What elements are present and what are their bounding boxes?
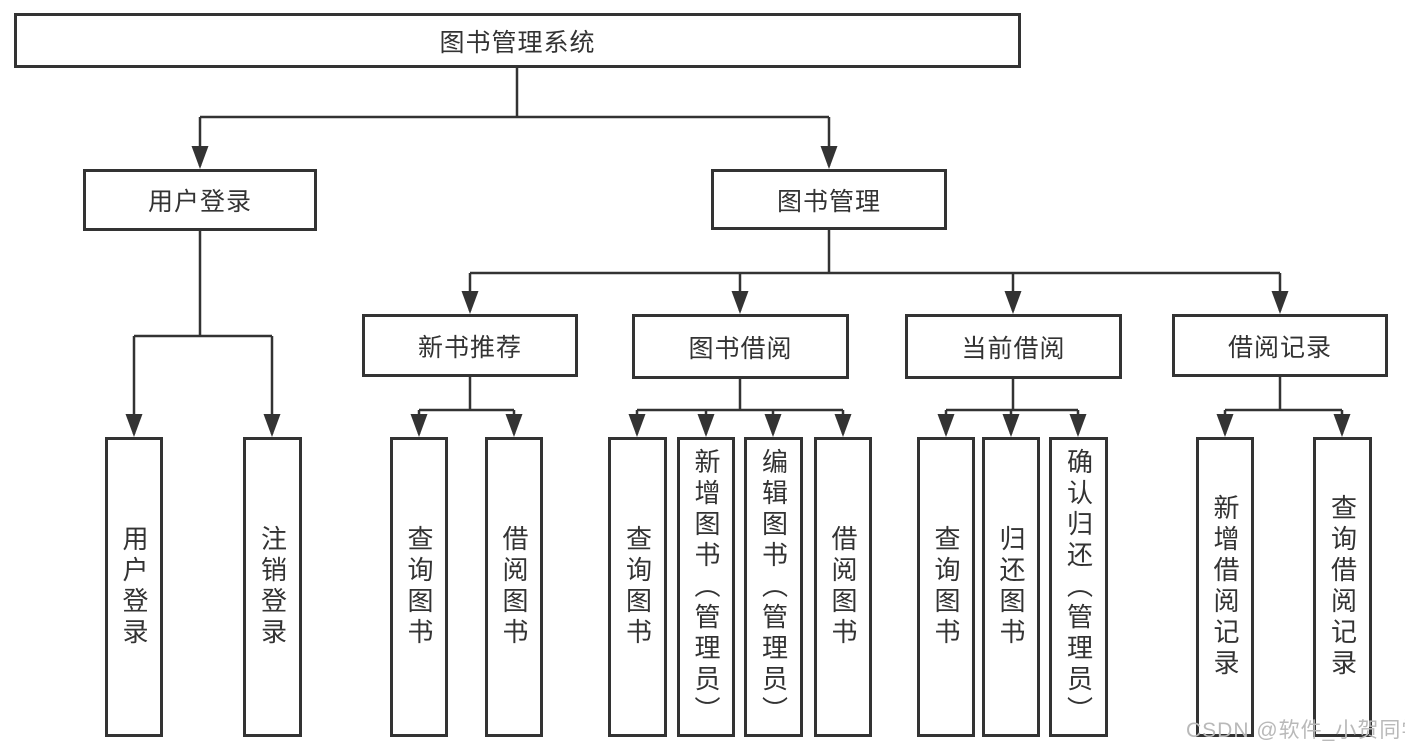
leaf-logout-label: 注销登录	[257, 525, 288, 649]
arrow-down-icon	[1333, 414, 1351, 437]
leaf-add-book-admin-label: 新增图书（管理员）	[691, 447, 721, 727]
leaf-borrowing-borrow-book: 借阅图书	[814, 437, 872, 737]
arrow-down-icon	[1002, 414, 1020, 437]
node-root-label: 图书管理系统	[439, 28, 596, 57]
arrowhead-icons	[125, 146, 1351, 437]
arrow-down-icon	[764, 414, 782, 437]
arrow-down-icon	[1004, 291, 1022, 314]
leaf-borrowing-query-book: 查询图书	[608, 437, 667, 737]
leaf-current-query-book-label: 查询图书	[931, 525, 961, 649]
leaf-logout: 注销登录	[243, 437, 302, 737]
leaf-query-borrow-record-label: 查询借阅记录	[1327, 494, 1358, 680]
leaf-recommend-borrow-book-label: 借阅图书	[499, 525, 529, 649]
leaf-recommend-borrow-book: 借阅图书	[485, 437, 543, 737]
node-book-borrowing-label: 图书借阅	[688, 334, 793, 363]
arrow-down-icon	[731, 291, 749, 314]
leaf-current-query-book: 查询图书	[917, 437, 975, 737]
leaf-edit-book-admin-label: 编辑图书（管理员）	[758, 447, 789, 727]
arrow-down-icon	[1069, 414, 1087, 437]
arrow-down-icon	[461, 291, 479, 314]
connector-path	[132, 68, 1344, 434]
leaf-borrowing-query-book-label: 查询图书	[622, 525, 653, 649]
leaf-recommend-query-book: 查询图书	[390, 437, 448, 737]
arrow-down-icon	[191, 146, 209, 169]
node-new-book-recommend-label: 新书推荐	[417, 333, 522, 362]
leaf-user-login-label: 用户登录	[119, 525, 149, 649]
arrow-down-icon	[820, 146, 838, 169]
leaf-add-borrow-record-label: 新增借阅记录	[1210, 494, 1240, 680]
leaf-return-book: 归还图书	[982, 437, 1040, 737]
leaf-query-borrow-record: 查询借阅记录	[1313, 437, 1372, 737]
leaf-confirm-return-admin-label: 确认归还（管理员）	[1063, 447, 1094, 727]
leaf-recommend-query-book-label: 查询图书	[404, 525, 434, 649]
leaf-add-book-admin: 新增图书（管理员）	[677, 437, 735, 737]
leaf-user-login: 用户登录	[105, 437, 163, 737]
leaf-add-borrow-record: 新增借阅记录	[1196, 437, 1254, 737]
node-current-borrowing-label: 当前借阅	[961, 334, 1066, 363]
leaf-borrowing-borrow-book-label: 借阅图书	[828, 525, 858, 649]
arrow-down-icon	[697, 414, 715, 437]
arrow-down-icon	[628, 414, 646, 437]
leaf-confirm-return-admin: 确认归还（管理员）	[1049, 437, 1108, 737]
arrow-down-icon	[1271, 291, 1289, 314]
arrow-down-icon	[1216, 414, 1234, 437]
node-book-management-label: 图书管理	[776, 187, 881, 216]
node-user-login-label: 用户登录	[147, 188, 252, 216]
node-borrowing-records: 借阅记录	[1172, 314, 1388, 377]
arrow-down-icon	[125, 414, 143, 437]
arrow-down-icon	[410, 414, 428, 437]
node-new-book-recommend: 新书推荐	[362, 314, 578, 377]
csdn-watermark: CSDN @软件_小贺同学	[1186, 719, 1405, 742]
node-current-borrowing: 当前借阅	[905, 314, 1122, 379]
node-user-login: 用户登录	[83, 169, 317, 231]
node-book-management: 图书管理	[711, 169, 947, 230]
arrow-down-icon	[937, 414, 955, 437]
node-book-borrowing: 图书借阅	[632, 314, 849, 379]
node-borrowing-records-label: 借阅记录	[1227, 333, 1332, 362]
leaf-return-book-label: 归还图书	[996, 525, 1026, 649]
arrow-down-icon	[263, 414, 281, 437]
leaf-edit-book-admin: 编辑图书（管理员）	[744, 437, 803, 737]
arrow-down-icon	[505, 414, 523, 437]
arrow-down-icon	[834, 414, 852, 437]
node-root: 图书管理系统	[14, 13, 1021, 68]
